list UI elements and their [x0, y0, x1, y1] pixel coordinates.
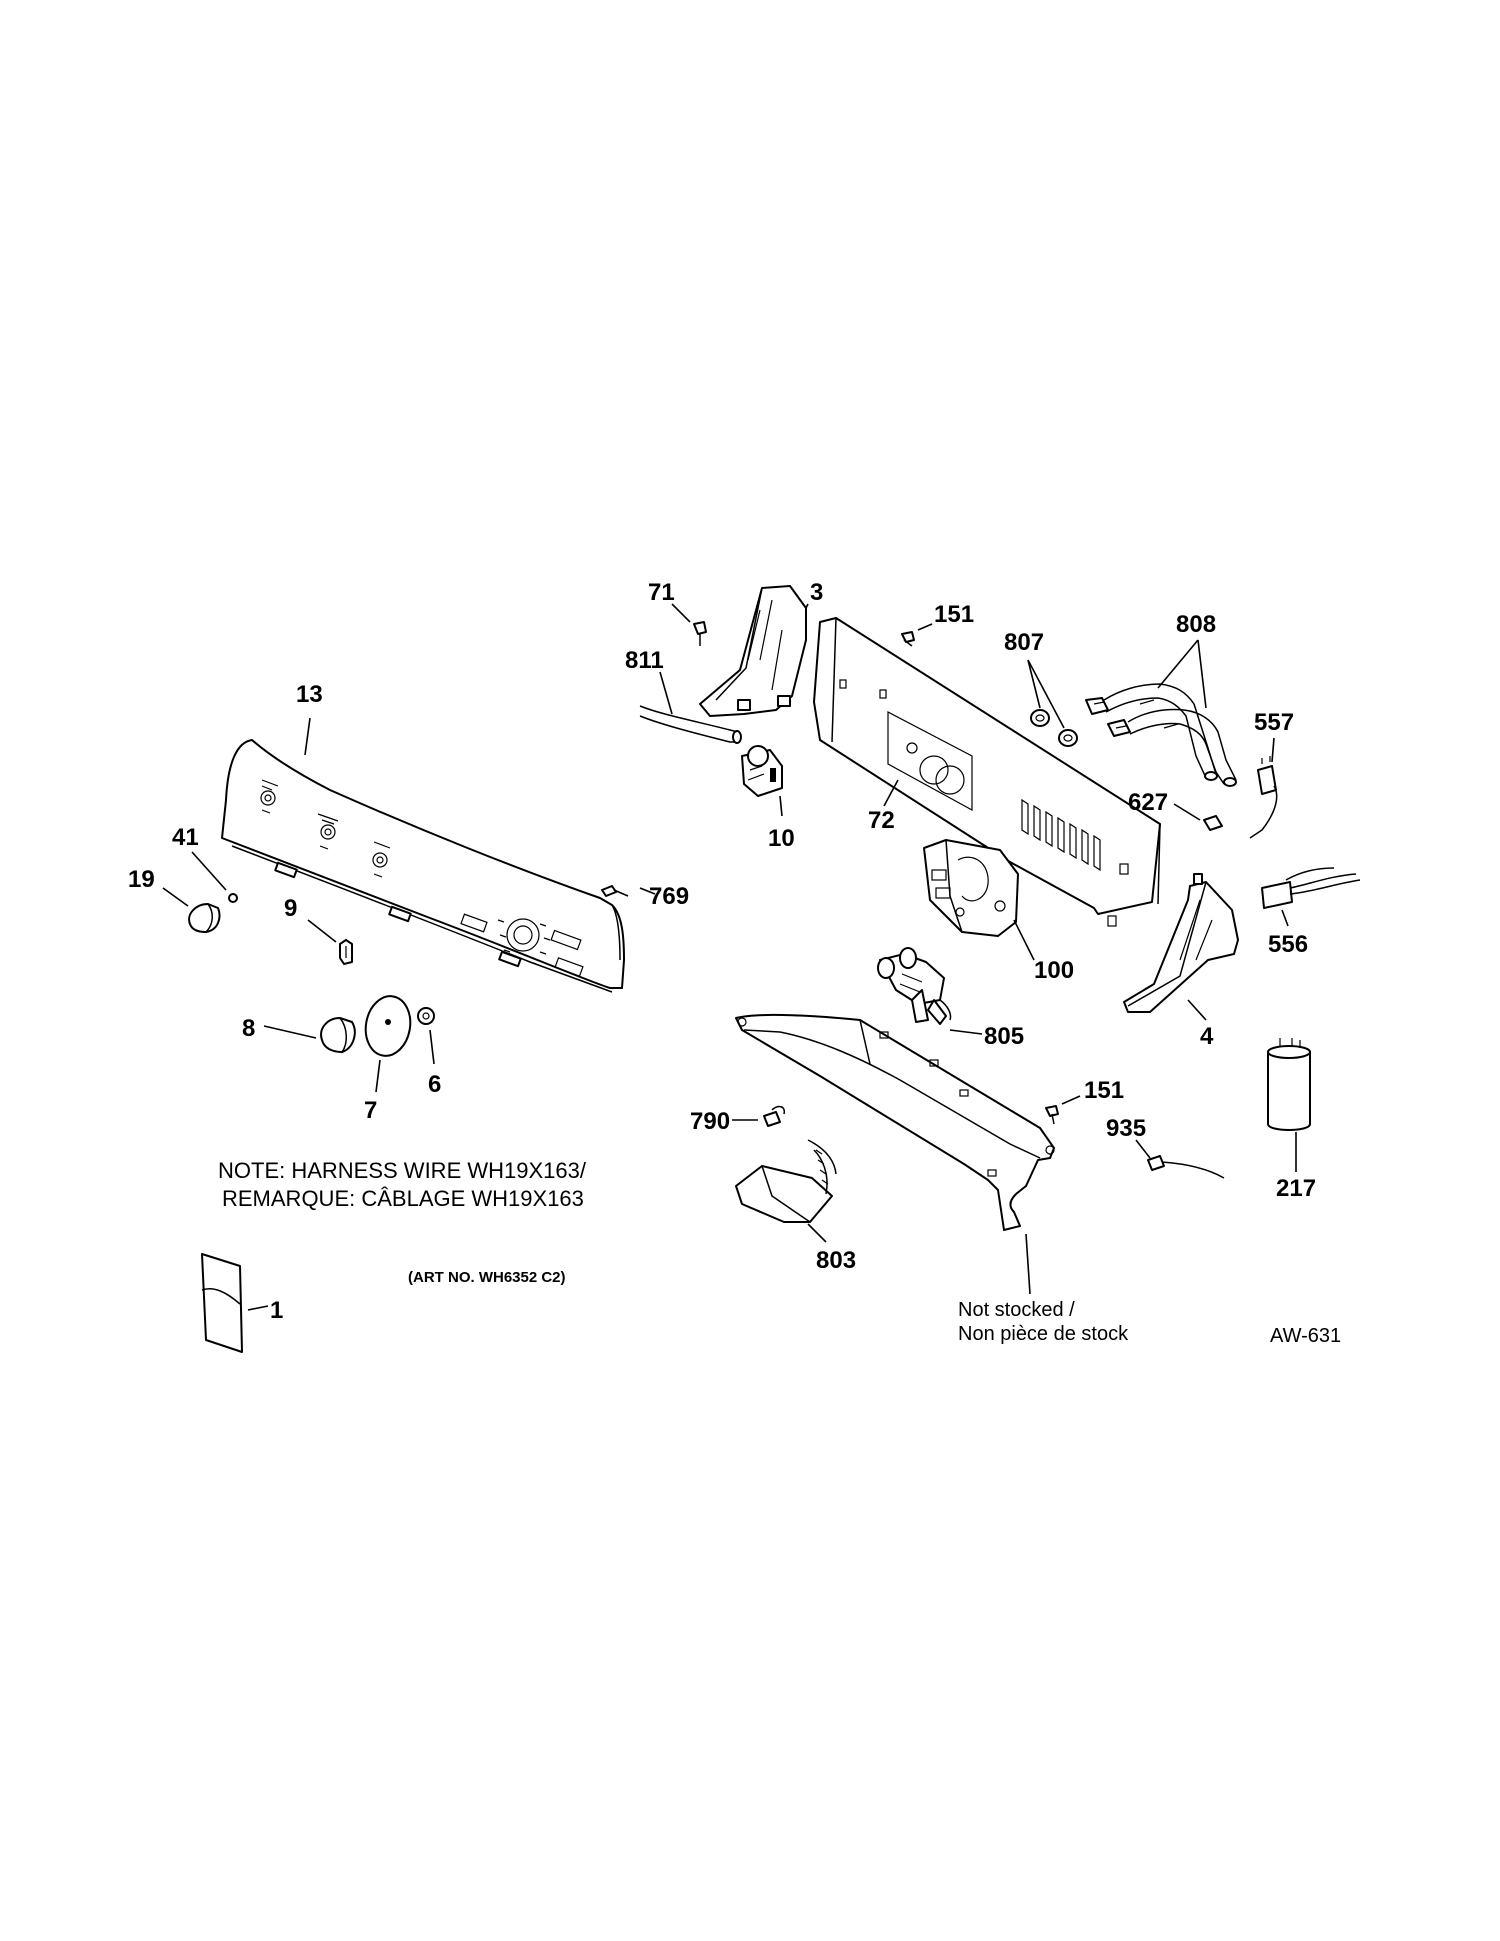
part-811-hose — [639, 705, 742, 744]
part-10-pressure-switch — [741, 745, 783, 797]
callout-808: 808 — [1176, 611, 1216, 638]
note-art-number: (ART NO. WH6352 C2) — [408, 1269, 566, 1286]
part-8-knob — [320, 1017, 356, 1053]
part-4-end-cap — [1123, 873, 1239, 1013]
callout-19: 19 — [128, 866, 155, 893]
callout-100: 100 — [1034, 957, 1074, 984]
callout-151-upper: 151 — [934, 601, 974, 628]
part-769-screw — [601, 885, 629, 897]
part-808-inlet-hoses — [1085, 683, 1237, 787]
callout-803: 803 — [816, 1247, 856, 1274]
drawing-id: AW-631 — [1270, 1325, 1341, 1347]
callout-556: 556 — [1268, 931, 1308, 958]
callout-8: 8 — [242, 1015, 255, 1042]
callout-7: 7 — [364, 1097, 377, 1124]
part-9-clip — [339, 939, 353, 965]
note-not-stocked-line1: Not stocked / — [958, 1299, 1075, 1321]
callout-811: 811 — [625, 647, 664, 674]
part-13-control-panel — [221, 739, 625, 993]
part-19-knob — [188, 903, 221, 933]
callout-627: 627 — [1128, 789, 1168, 816]
part-71-screw — [693, 621, 707, 646]
callout-9: 9 — [284, 895, 297, 922]
part-803-pump-bracket — [735, 1139, 837, 1223]
part-627-grommet — [1203, 815, 1223, 831]
part-7-dial — [364, 995, 412, 1057]
callout-151-lower: 151 — [1084, 1077, 1124, 1104]
part-1-literature — [201, 1253, 243, 1353]
callout-71: 71 — [648, 579, 675, 606]
callout-935: 935 — [1106, 1115, 1146, 1142]
part-100-timer — [923, 839, 1019, 937]
callout-41: 41 — [172, 824, 199, 851]
callout-807: 807 — [1004, 629, 1044, 656]
part-6-nut — [417, 1007, 435, 1025]
part-790-clamp — [763, 1105, 786, 1127]
callout-769: 769 — [649, 883, 689, 910]
callout-217: 217 — [1276, 1175, 1316, 1202]
part-41-nut — [228, 893, 238, 903]
part-217-capacitor — [1267, 1038, 1311, 1131]
part-935-wire — [1147, 1155, 1225, 1179]
callout-557: 557 — [1254, 709, 1294, 736]
part-3-end-cap — [699, 585, 807, 717]
part-805-water-valve — [877, 947, 952, 1025]
callout-1: 1 — [270, 1297, 283, 1324]
note-harness-line2: REMARQUE: CÂBLAGE WH19X163 — [222, 1186, 584, 1211]
note-not-stocked-line2: Non pièce de stock — [958, 1323, 1129, 1345]
callout-72: 72 — [868, 807, 895, 834]
callout-4: 4 — [1200, 1023, 1214, 1050]
callout-3: 3 — [810, 579, 823, 606]
note-harness-line1: NOTE: HARNESS WIRE WH19X163/ — [218, 1158, 587, 1183]
part-151-screw-upper — [901, 631, 915, 647]
callout-790: 790 — [690, 1108, 730, 1135]
part-72-back-panel — [813, 617, 1161, 927]
part-557-wire-lead — [1249, 756, 1278, 839]
callout-805: 805 — [984, 1023, 1024, 1050]
part-807-washers — [1030, 709, 1078, 747]
part-151-screw-lower — [1045, 1105, 1059, 1125]
part-556-connector — [1261, 867, 1361, 909]
callout-6: 6 — [428, 1071, 441, 1098]
callout-10: 10 — [768, 825, 795, 852]
part-base-bracket-not-stocked — [735, 1013, 1055, 1231]
callout-13: 13 — [296, 681, 323, 708]
